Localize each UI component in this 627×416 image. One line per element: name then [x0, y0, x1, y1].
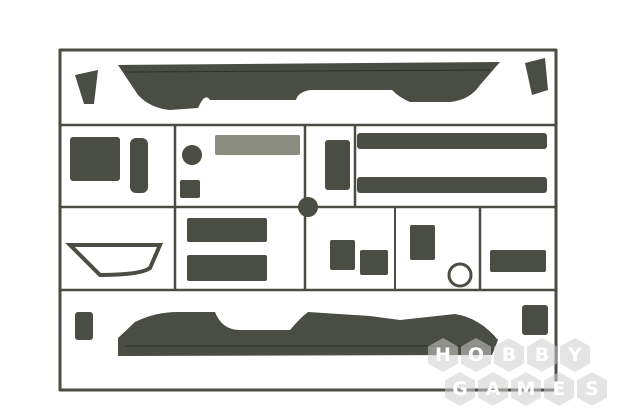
watermark-letter: O	[467, 344, 485, 366]
corner-parts	[75, 58, 548, 340]
watermark-hex: S	[577, 372, 607, 406]
watermark-letter: E	[552, 378, 566, 400]
small-parts-top-middle	[130, 135, 350, 198]
watermark-hex: A	[478, 372, 508, 406]
watermark-letter: Y	[568, 344, 582, 366]
watermark-letter: H	[435, 344, 451, 366]
watermark-letter: A	[485, 378, 501, 400]
side-rails-right	[357, 133, 547, 193]
hull-upper-part	[118, 62, 500, 110]
watermark-hex: Y	[560, 338, 590, 372]
watermark-hex: H	[428, 338, 458, 372]
panels-center	[70, 137, 546, 281]
watermark-letter: B	[534, 344, 550, 366]
watermark-line2: G A M E S	[445, 372, 610, 406]
watermark-hex: G	[445, 372, 475, 406]
watermark-hex: B	[494, 338, 524, 372]
watermark-letter: G	[452, 378, 468, 400]
watermark-letter: M	[516, 378, 536, 400]
watermark-hex: M	[511, 372, 541, 406]
watermark-hex: O	[461, 338, 491, 372]
watermark-line1: H O B B Y	[428, 338, 593, 372]
watermark-hex: B	[527, 338, 557, 372]
watermark-hex: E	[544, 372, 574, 406]
small-parts-lower-middle	[65, 197, 473, 288]
watermark-letter: S	[585, 378, 599, 400]
watermark-letter: B	[501, 344, 517, 366]
